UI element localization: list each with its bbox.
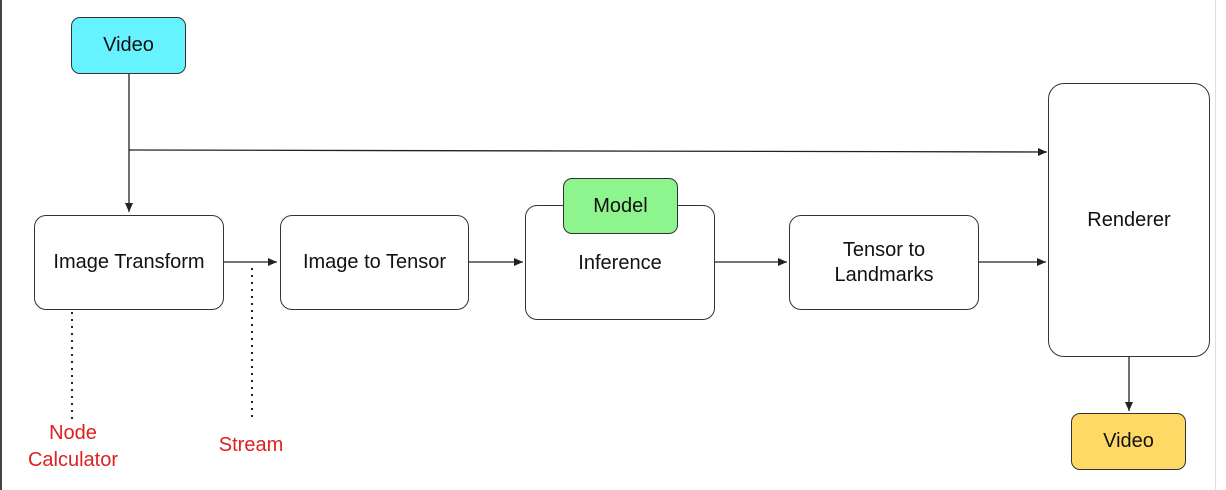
tensor-to-landmarks-node: Tensor to Landmarks	[789, 215, 979, 310]
video-output-label: Video	[1103, 430, 1154, 452]
edge-video-to-renderer	[128, 147, 1048, 156]
image-transform-label: Image Transform	[53, 251, 205, 273]
image-to-tensor-label: Image to Tensor	[302, 251, 447, 273]
model-node: Model	[563, 178, 678, 234]
tensor-to-landmarks-label: Tensor to Landmarks	[834, 238, 934, 286]
window-left-border	[0, 0, 2, 490]
inference-label: Inference	[578, 252, 662, 274]
video-output-node: Video	[1071, 413, 1186, 470]
node-calculator-legend: Node Calculator	[27, 422, 119, 471]
renderer-label: Renderer	[1087, 209, 1171, 231]
video-input-label: Video	[103, 34, 154, 56]
image-to-tensor-node: Image to Tensor	[280, 215, 469, 310]
image-transform-node: Image Transform	[34, 215, 224, 310]
stream-legend: Stream	[218, 434, 284, 456]
video-input-node: Video	[71, 17, 186, 74]
window-right-border	[1215, 0, 1226, 490]
renderer-node: Renderer	[1048, 83, 1210, 357]
model-label: Model	[593, 194, 648, 217]
